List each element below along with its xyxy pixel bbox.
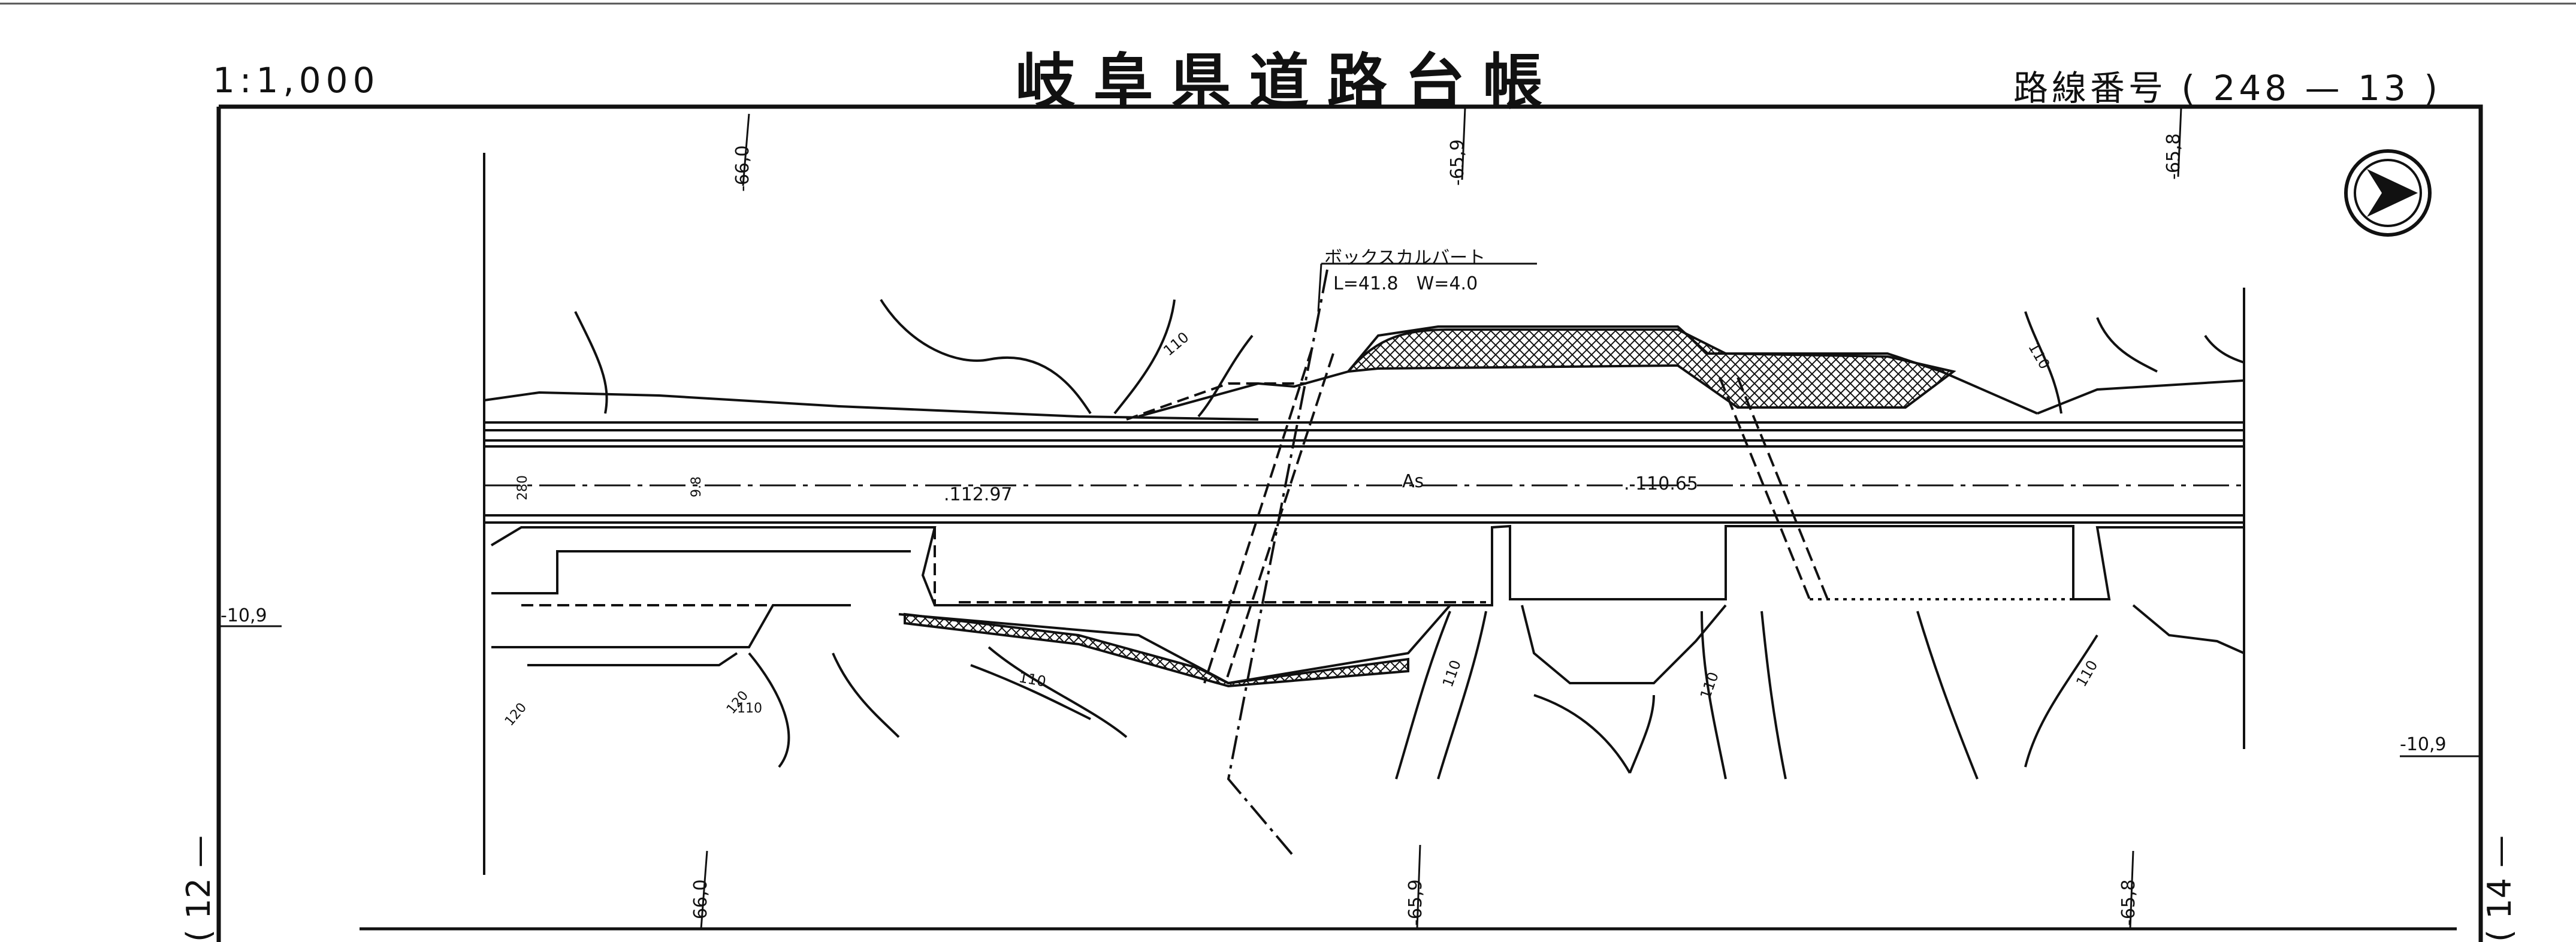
- north-arrow-icon: [2344, 149, 2432, 237]
- elevation-right: . 110.65: [1624, 473, 1699, 494]
- offset-label-right: -10,9: [2400, 734, 2447, 755]
- road-width-label: 9.8: [689, 476, 704, 497]
- road-width-label: 280: [515, 475, 530, 500]
- route-number: 路線番号 ( 248 — 13 ): [2013, 68, 2441, 108]
- surface-label: As: [1402, 471, 1424, 492]
- station-label-top: -66,0: [732, 145, 753, 192]
- culvert-hatch-upper: [1345, 328, 1956, 409]
- offset-label-left: -10,9: [221, 605, 267, 626]
- culvert-hatch-lower: [904, 612, 1409, 688]
- station-label-top: -65,9: [1447, 139, 1468, 186]
- station-label-bottom: -65,9: [1405, 879, 1426, 926]
- elevation-left: .112.97: [944, 484, 1013, 505]
- culvert-name: ボックスカルバート: [1324, 247, 1486, 268]
- station-label-bottom: -65,8: [2118, 879, 2139, 926]
- culvert-dims: L=41.8 W=4.0: [1333, 273, 1478, 294]
- station-label-top: -65,8: [2163, 133, 2184, 180]
- scale-label: 1:1,000: [213, 60, 380, 101]
- sheet-frame: [216, 104, 2483, 942]
- contour-label: 110: [737, 701, 762, 716]
- station-label-bottom: -66,0: [690, 879, 711, 926]
